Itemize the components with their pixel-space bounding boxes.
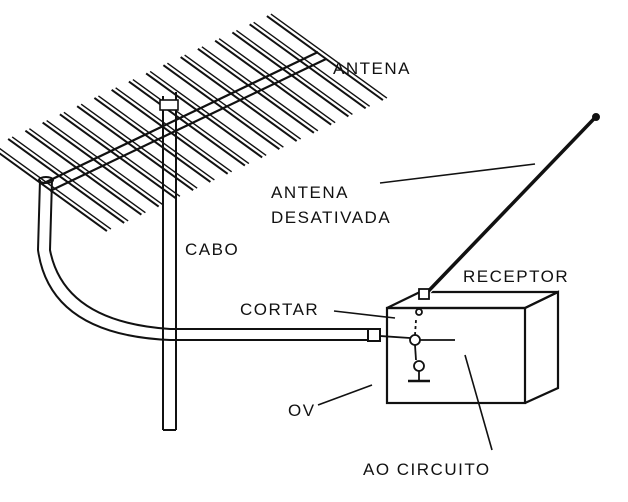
disabled-antenna-label-line2: DESATIVADA — [271, 208, 392, 227]
antenna-element — [162, 64, 280, 151]
antenna-element-edge — [201, 46, 319, 132]
antenna-element — [93, 97, 211, 183]
antenna-element — [128, 80, 246, 167]
antenna-element-edge — [28, 128, 146, 214]
antenna-element — [249, 23, 367, 110]
antenna-element — [197, 48, 315, 134]
antenna-element — [266, 15, 384, 101]
antenna-element — [111, 88, 229, 175]
antenna-element — [0, 152, 108, 232]
antenna-mast — [162, 92, 177, 431]
antenna-element — [59, 113, 177, 200]
antenna-element-edge — [63, 111, 181, 197]
yagi-antenna — [0, 13, 388, 232]
antenna-element — [180, 56, 298, 142]
telescopic-antenna — [418, 113, 600, 300]
antenna-element-edge — [149, 70, 267, 156]
cable-label: CABO — [185, 240, 240, 259]
antenna-element-edge — [253, 21, 371, 107]
disabled-antenna-label: ANTENA DESATIVADA — [271, 180, 391, 230]
antenna-element — [214, 39, 332, 126]
coax-cable — [36, 176, 381, 342]
receiver-box — [385, 290, 560, 405]
antenna-element — [42, 121, 160, 208]
antenna-element-edge — [218, 38, 336, 124]
antenna-element-edge — [80, 103, 198, 189]
cut-label: CORTAR — [240, 300, 320, 319]
zero-volt-label: OV — [288, 401, 316, 420]
antenna-element-edge — [132, 79, 250, 165]
leader-lines — [317, 163, 536, 451]
antenna-element-edge — [115, 87, 233, 173]
to-circuit-label: AO CIRCUITO — [363, 460, 491, 479]
receiver-label: RECEPTOR — [463, 267, 570, 286]
antenna-element — [7, 138, 125, 224]
antenna-element-edge — [270, 13, 388, 99]
antenna-element — [76, 105, 194, 191]
antenna-element-edge — [11, 136, 129, 222]
antenna-element — [231, 31, 349, 118]
antenna-element-edge — [184, 54, 302, 140]
antenna-element — [24, 129, 142, 216]
disabled-antenna-label-line1: ANTENA — [271, 183, 349, 202]
input-circuit — [379, 308, 455, 383]
antenna-element — [145, 72, 263, 159]
antenna-label: ANTENA — [333, 59, 411, 78]
antenna-element-edge — [0, 147, 112, 230]
antenna-element-edge — [166, 62, 284, 148]
antenna-element-edge — [46, 119, 164, 206]
antenna-element-edge — [97, 95, 215, 181]
antenna-element-edge — [235, 29, 353, 116]
